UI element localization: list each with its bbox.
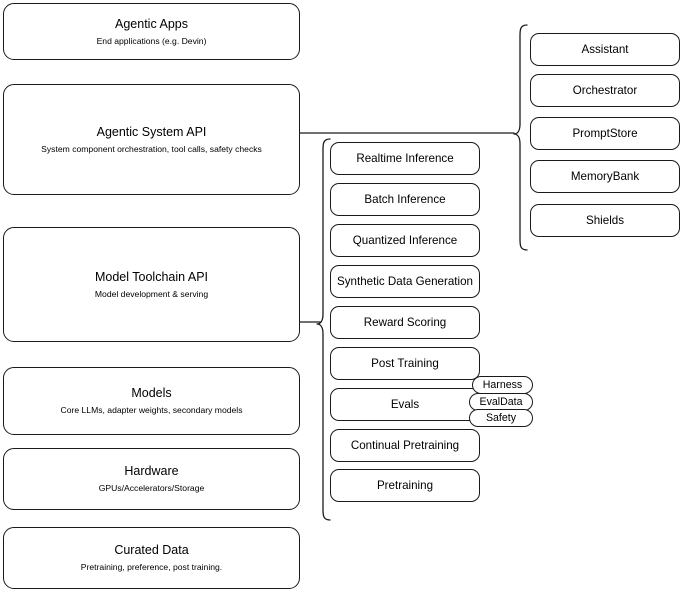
tag-label: Safety bbox=[485, 412, 517, 424]
stack-layer-subtitle: End applications (e.g. Devin) bbox=[96, 35, 207, 46]
stack-layer-title: Curated Data bbox=[114, 543, 189, 557]
toolchain-component-evals[interactable]: Evals bbox=[330, 388, 480, 421]
toolchain-component-reward-scoring[interactable]: Reward Scoring bbox=[330, 306, 480, 339]
component-label: Assistant bbox=[581, 43, 629, 56]
system-component-assistant[interactable]: Assistant bbox=[530, 33, 680, 66]
brace-path bbox=[316, 138, 331, 521]
component-label: Orchestrator bbox=[572, 84, 638, 97]
toolchain-component-continual-pretraining[interactable]: Continual Pretraining bbox=[330, 429, 480, 462]
tag-label: EvalData bbox=[479, 396, 523, 408]
component-label: Realtime Inference bbox=[356, 152, 454, 165]
component-label: Pretraining bbox=[376, 479, 434, 492]
stack-layer-agentic-system-api[interactable]: Agentic System API System component orch… bbox=[3, 84, 300, 195]
evals-tag-safety[interactable]: Safety bbox=[469, 409, 533, 427]
toolchain-component-batch-inference[interactable]: Batch Inference bbox=[330, 183, 480, 216]
connector-model-toolchain-api bbox=[299, 321, 322, 323]
component-label: Reward Scoring bbox=[363, 316, 447, 329]
component-label: Evals bbox=[390, 398, 420, 411]
toolchain-component-pretraining[interactable]: Pretraining bbox=[330, 469, 480, 502]
system-component-orchestrator[interactable]: Orchestrator bbox=[530, 74, 680, 107]
stack-layer-title: Agentic System API bbox=[96, 124, 207, 139]
stack-layer-models[interactable]: Models Core LLMs, adapter weights, secon… bbox=[3, 367, 300, 435]
component-label: Quantized Inference bbox=[352, 234, 458, 247]
stack-layer-title: Models bbox=[131, 386, 172, 400]
component-label: Synthetic Data Generation bbox=[337, 275, 473, 288]
component-label: Shields bbox=[585, 214, 625, 227]
stack-layer-model-toolchain-api[interactable]: Model Toolchain API Model development & … bbox=[3, 227, 300, 342]
stack-layer-subtitle: Pretraining, preference, post training. bbox=[80, 562, 223, 572]
right-column-brace bbox=[513, 24, 528, 251]
toolchain-component-post-training[interactable]: Post Training bbox=[330, 347, 480, 380]
component-label: PromptStore bbox=[572, 127, 638, 140]
stack-layer-title: Hardware bbox=[124, 464, 179, 478]
component-label: Continual Pretraining bbox=[350, 439, 460, 452]
stack-layer-subtitle: Model development & serving bbox=[94, 288, 209, 299]
stack-layer-title: Model Toolchain API bbox=[94, 269, 209, 284]
evals-tag-harness[interactable]: Harness bbox=[472, 376, 533, 394]
system-component-promptstore[interactable]: PromptStore bbox=[530, 117, 680, 150]
brace-path bbox=[513, 24, 528, 251]
stack-layer-title: Agentic Apps bbox=[115, 16, 188, 31]
component-label: MemoryBank bbox=[570, 170, 640, 183]
stack-layer-subtitle: System component orchestration, tool cal… bbox=[41, 143, 262, 154]
stack-layer-hardware[interactable]: Hardware GPUs/Accelerators/Storage bbox=[3, 448, 300, 510]
tag-label: Harness bbox=[482, 379, 523, 391]
connector-agentic-system-api bbox=[299, 132, 515, 134]
stack-layer-agentic-apps[interactable]: Agentic Apps End applications (e.g. Devi… bbox=[3, 3, 300, 60]
toolchain-component-quantized-inference[interactable]: Quantized Inference bbox=[330, 224, 480, 257]
stack-layer-subtitle: Core LLMs, adapter weights, secondary mo… bbox=[60, 405, 243, 415]
system-component-shields[interactable]: Shields bbox=[530, 204, 680, 237]
component-label: Batch Inference bbox=[364, 193, 446, 206]
system-component-memorybank[interactable]: MemoryBank bbox=[530, 160, 680, 193]
toolchain-component-synthetic-data-generation[interactable]: Synthetic Data Generation bbox=[330, 265, 480, 298]
stack-layer-curated-data[interactable]: Curated Data Pretraining, preference, po… bbox=[3, 527, 300, 589]
toolchain-component-realtime-inference[interactable]: Realtime Inference bbox=[330, 142, 480, 175]
component-label: Post Training bbox=[371, 357, 439, 370]
stack-layer-subtitle: GPUs/Accelerators/Storage bbox=[98, 483, 205, 493]
